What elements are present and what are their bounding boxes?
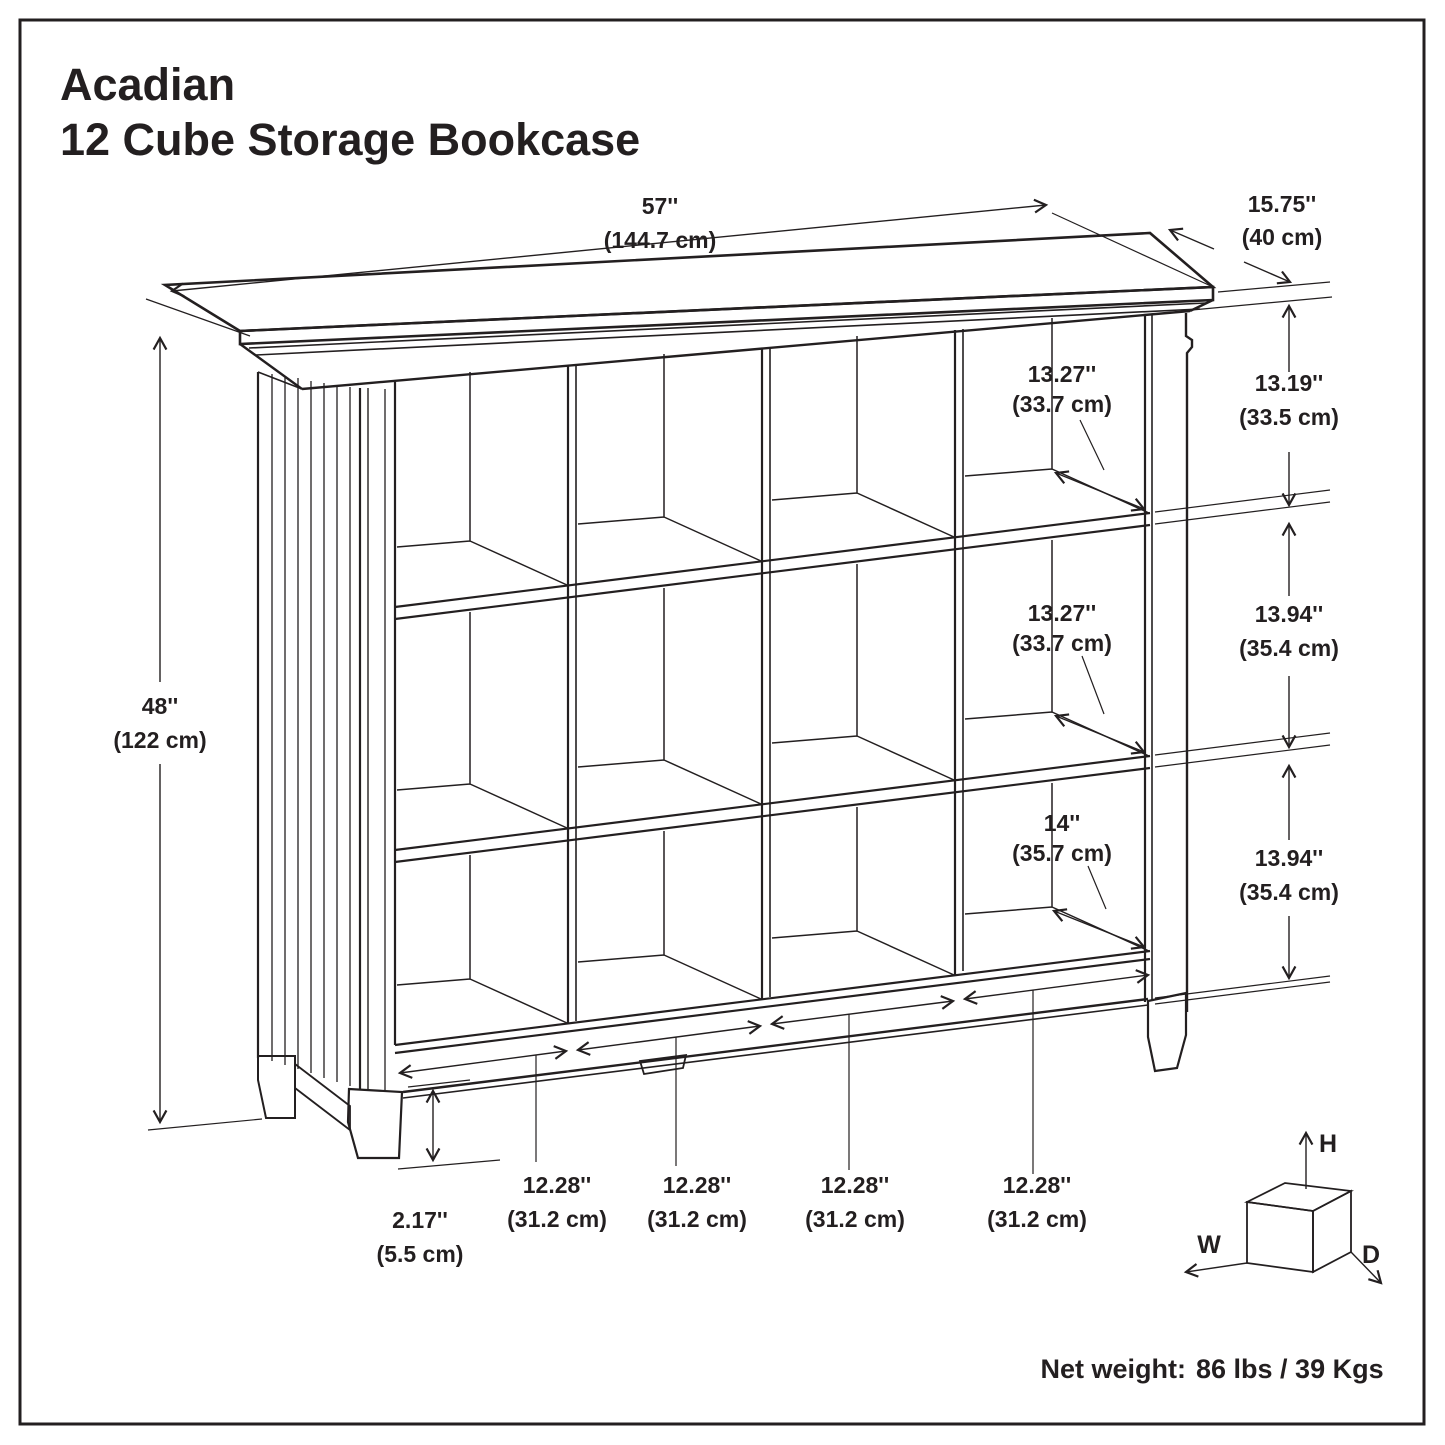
dim-overall-width: 57'' (144.7 cm) xyxy=(145,193,1214,337)
left-side-panel xyxy=(256,371,397,1090)
dim-cube2-inches: 12.28'' xyxy=(663,1172,732,1198)
dim-cube1-cm: (31.2 cm) xyxy=(507,1206,607,1232)
feet xyxy=(257,991,1188,1160)
dim-row3-cm: (35.4 cm) xyxy=(1239,879,1339,905)
width-axis-label: W xyxy=(1197,1231,1221,1259)
page-title: Acadian 12 Cube Storage Bookcase xyxy=(60,59,640,165)
dim-cube3-inches: 12.28'' xyxy=(821,1172,890,1198)
center-support-foot xyxy=(638,1053,688,1076)
dim-row2-cm: (35.4 cm) xyxy=(1239,635,1339,661)
dim-base-inches: 2.17'' xyxy=(392,1207,448,1233)
height-axis-label: H xyxy=(1319,1130,1337,1158)
product-type: 12 Cube Storage Bookcase xyxy=(60,114,640,165)
dim-depth2-cm: (33.7 cm) xyxy=(1012,630,1112,656)
dim-row1-inches: 13.19'' xyxy=(1255,370,1324,396)
dim-cube1-inches: 12.28'' xyxy=(523,1172,592,1198)
width-axis-arrow xyxy=(1183,1262,1248,1278)
dim-width-cm: (144.7 cm) xyxy=(604,227,717,253)
net-weight-label: Net weight: xyxy=(1041,1354,1187,1384)
dim-row2-inches: 13.94'' xyxy=(1255,601,1324,627)
axis-indicator: H W D xyxy=(1183,1130,1383,1285)
dim-cube3-cm: (31.2 cm) xyxy=(805,1206,905,1232)
dim-cube-widths: 12.28'' (31.2 cm) 12.28'' (31.2 cm) 12.2… xyxy=(397,969,1151,1232)
dim-depth1-inches: 13.27'' xyxy=(1028,361,1097,387)
right-stile xyxy=(1143,313,1194,1012)
dim-cube4-inches: 12.28'' xyxy=(1003,1172,1072,1198)
axis-cube-front xyxy=(1246,1200,1314,1274)
dividers xyxy=(566,329,964,1023)
cube-interiors xyxy=(396,318,1150,1024)
dim-depth3-inches: 14'' xyxy=(1044,810,1081,836)
dim-depth2-inches: 13.27'' xyxy=(1028,600,1097,626)
dim-row-heights: 13.19'' (33.5 cm) 13.94'' (35.4 cm) 13.9… xyxy=(1154,296,1339,1005)
dim-cube2-cm: (31.2 cm) xyxy=(647,1206,747,1232)
axis-cube-top xyxy=(1243,1182,1354,1212)
dim-overall-height: 48'' (122 cm) xyxy=(113,335,263,1131)
dim-height-inches: 48'' xyxy=(142,693,179,719)
dim-cube4-cm: (31.2 cm) xyxy=(987,1206,1087,1232)
net-weight: Net weight: 86 lbs / 39 Kgs xyxy=(1041,1354,1384,1384)
shelves xyxy=(394,511,1151,1099)
product-name: Acadian xyxy=(60,59,235,110)
dim-depth1-cm: (33.7 cm) xyxy=(1012,391,1112,417)
axis-cube-right xyxy=(1312,1189,1352,1274)
page-border xyxy=(18,18,1426,1426)
dim-depth-cm: (40 cm) xyxy=(1242,224,1323,250)
dim-width-inches: 57'' xyxy=(642,193,679,219)
dim-row1-cm: (33.5 cm) xyxy=(1239,404,1339,430)
depth-axis-arrow xyxy=(1350,1251,1383,1285)
dim-overall-depth: 15.75'' (40 cm) xyxy=(1167,191,1331,293)
dim-depth-inches: 15.75'' xyxy=(1248,191,1317,217)
dim-height-cm: (122 cm) xyxy=(113,727,206,753)
dim-depth3-cm: (35.7 cm) xyxy=(1012,840,1112,866)
dim-cube-depths: 13.27'' (33.7 cm) 13.27'' (33.7 cm) 14''… xyxy=(1012,361,1147,950)
dim-base-cm: (5.5 cm) xyxy=(377,1241,464,1267)
depth-axis-label: D xyxy=(1362,1241,1380,1269)
net-weight-value: 86 lbs / 39 Kgs xyxy=(1196,1354,1384,1384)
dim-base-height: 2.17'' (5.5 cm) xyxy=(377,1079,501,1267)
top-panel xyxy=(160,231,1217,391)
bookcase-line-drawing xyxy=(160,231,1217,1160)
dim-row3-inches: 13.94'' xyxy=(1255,845,1324,871)
